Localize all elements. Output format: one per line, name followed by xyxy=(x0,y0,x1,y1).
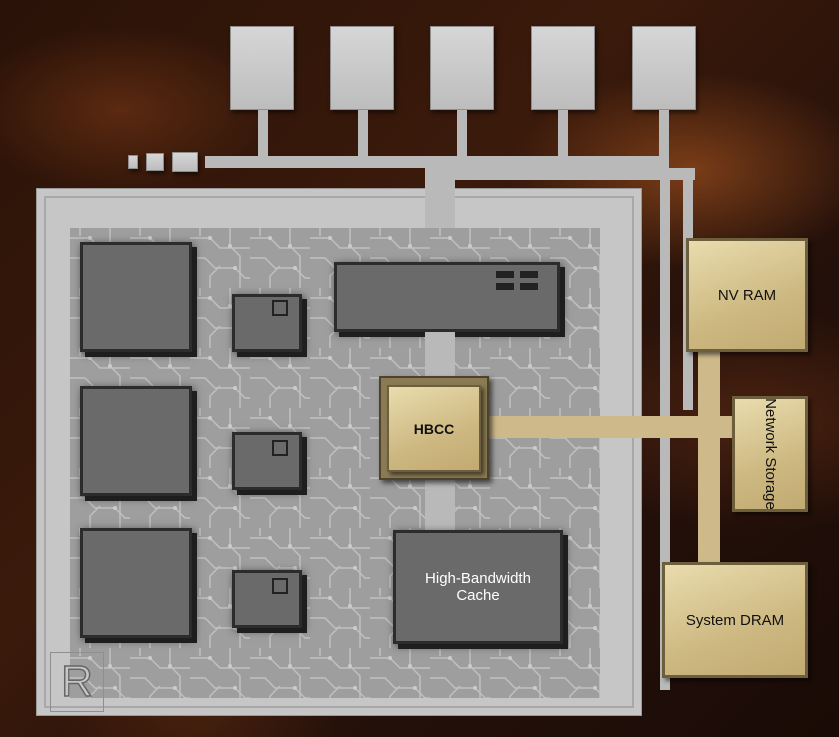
network-storage-module: Network Storage xyxy=(732,396,808,512)
nv-ram-label: NV RAM xyxy=(717,286,777,304)
high-bandwidth-cache-label: High-Bandwidth Cache xyxy=(425,570,531,604)
hbcc-trunk-lower xyxy=(425,478,455,530)
memory-bus-vertical xyxy=(698,345,720,570)
small-block-3 xyxy=(232,570,302,628)
pad-drop-2 xyxy=(358,110,368,160)
small-block-3-slot xyxy=(272,578,288,594)
pad-drop-3 xyxy=(457,110,467,160)
small-pad-1 xyxy=(128,155,138,169)
network-storage-label: Network Storage xyxy=(762,398,779,510)
hbcc-label: HBCC xyxy=(413,420,455,437)
compute-block-3 xyxy=(80,528,192,638)
small-pad-3 xyxy=(172,152,198,172)
top-pad-2 xyxy=(330,26,394,110)
r-logo-letter: R xyxy=(60,656,93,707)
nv-ram-module: NV RAM xyxy=(686,238,808,352)
top-pad-5 xyxy=(632,26,696,110)
high-bandwidth-cache: High-Bandwidth Cache xyxy=(393,530,563,644)
outer-bus-top xyxy=(425,168,695,180)
top-pad-3 xyxy=(430,26,494,110)
pad-drop-1 xyxy=(258,110,268,160)
hbcc-chip: HBCC xyxy=(387,385,481,472)
system-dram-module: System DRAM xyxy=(662,562,808,678)
compute-block-1 xyxy=(80,242,192,352)
controller-slot-2 xyxy=(520,271,538,278)
small-pad-2 xyxy=(146,153,164,171)
compute-block-2 xyxy=(80,386,192,496)
small-block-1 xyxy=(232,294,302,352)
pad-drop-5 xyxy=(659,110,669,170)
controller-slot-4 xyxy=(520,283,538,290)
hbcc-trunk-upper xyxy=(425,332,455,382)
hbcc-bus-horizontal xyxy=(488,416,736,438)
small-block-2 xyxy=(232,432,302,490)
controller-slot-3 xyxy=(496,283,514,290)
top-pad-4 xyxy=(531,26,595,110)
r-logo: R xyxy=(50,652,104,712)
small-block-2-slot xyxy=(272,440,288,456)
horizontal-bus xyxy=(205,156,669,168)
pad-drop-4 xyxy=(558,110,568,160)
system-dram-label: System DRAM xyxy=(685,611,785,629)
controller-slot-1 xyxy=(496,271,514,278)
chip-package-inner-edge xyxy=(44,196,634,708)
small-block-1-slot xyxy=(272,300,288,316)
top-pad-1 xyxy=(230,26,294,110)
